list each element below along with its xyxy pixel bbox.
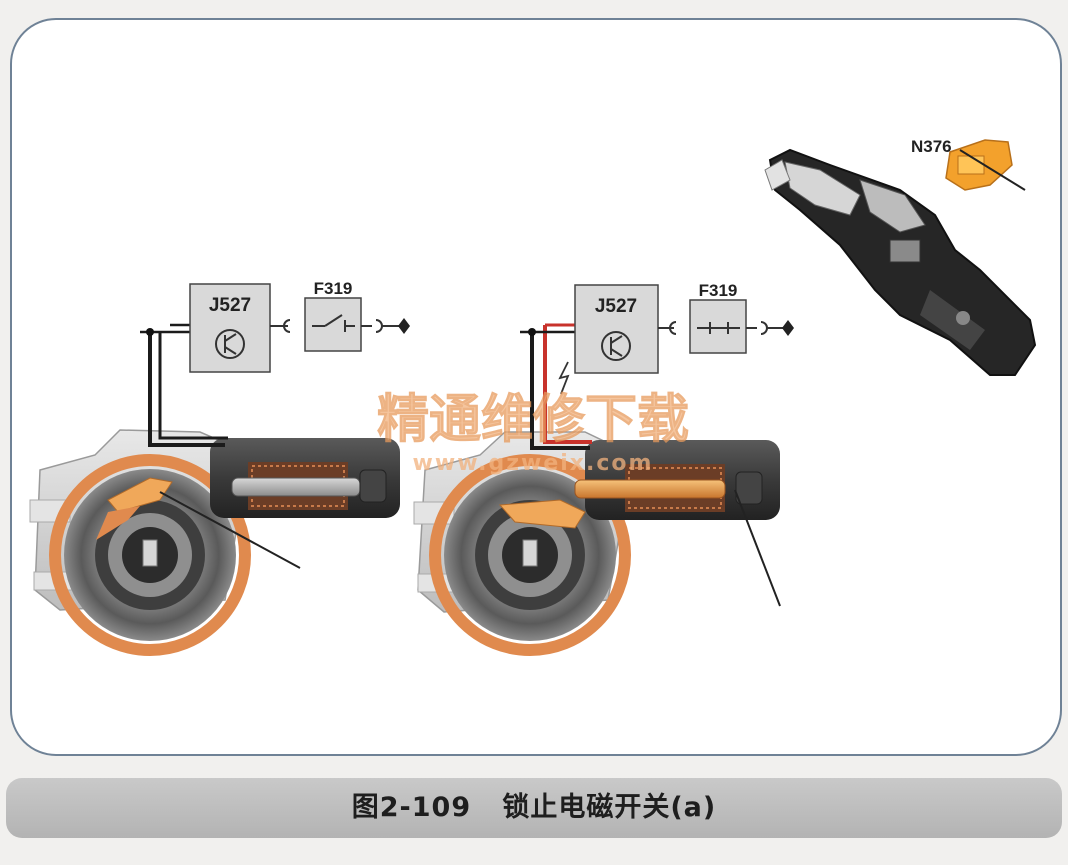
watermark: 精通维修下载 www.gzweix.com	[377, 390, 690, 476]
left-switch-f319: F319	[270, 279, 410, 352]
left-controller-j527: J527	[189, 283, 271, 373]
transistor-icon	[215, 329, 245, 359]
ground-terminal-icon	[782, 320, 794, 336]
left-controller-label: J527	[209, 295, 251, 316]
n376-label: N376	[911, 137, 952, 156]
right-wiring	[520, 323, 592, 450]
right-controller-j527: J527	[574, 284, 659, 374]
watermark-url: www.gzweix.com	[413, 451, 654, 476]
switch-contact-icon	[697, 322, 740, 334]
right-switch-label: F319	[699, 281, 738, 300]
caption-bar: 图2-109 锁止电磁开关(a)	[6, 778, 1062, 838]
n376-solenoid-component: N376	[911, 137, 1026, 191]
steering-lock-unit	[764, 148, 1037, 376]
ground-terminal-icon	[398, 318, 410, 334]
left-switch-label: F319	[314, 279, 353, 298]
transistor-icon	[601, 331, 631, 361]
lightning-icon	[558, 361, 570, 395]
right-switch-f319: F319	[658, 281, 794, 354]
left-wiring	[140, 323, 228, 447]
figure-caption: 图2-109 锁止电磁开关(a)	[351, 792, 717, 823]
watermark-title: 精通维修下载	[377, 390, 689, 450]
left-lock-assembly	[29, 429, 400, 656]
right-controller-label: J527	[595, 296, 637, 317]
switch-contact-icon	[312, 314, 355, 332]
right-lock-assembly	[413, 431, 781, 656]
